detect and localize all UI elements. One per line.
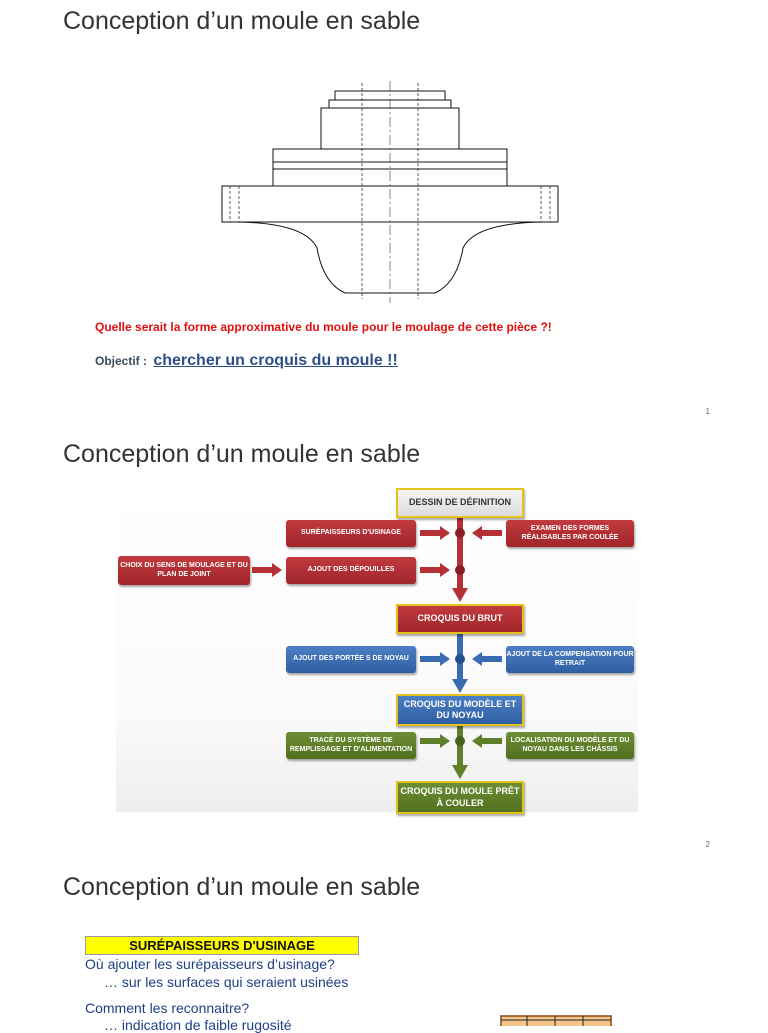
flow-box-localisation: LOCALISATION DU MODÈLE ET DU NOYAU DANS … <box>506 732 634 759</box>
slide-title: Conception d’un moule en sable <box>63 440 421 468</box>
flow-box-modele: CROQUIS DU MODÈLE ET DU NOYAU <box>396 694 524 726</box>
page-number: 2 <box>705 840 710 849</box>
answer-how: … indication de faible rugosité <box>104 1017 292 1033</box>
flow-box-dessin: DESSIN DE DÉFINITION <box>396 488 524 518</box>
objective-line: Objectif : chercher un croquis du moule … <box>95 352 398 370</box>
flow-box-portees: AJOUT DES PORTÉE S DE NOYAU <box>286 646 416 673</box>
flow-box-surepaisseurs: SURÉPAISSEURS D'USINAGE <box>286 520 416 547</box>
surepaisseurs-banner: SURÉPAISSEURS D'USINAGE <box>85 936 359 955</box>
flow-box-compensation: AJOUT DE LA COMPENSATION POUR RETRAIT <box>506 646 634 673</box>
page-number: 1 <box>705 407 710 416</box>
part-technical-drawing <box>221 81 559 303</box>
objective-text: chercher un croquis du moule !! <box>153 352 398 369</box>
objective-label: Objectif : <box>95 354 148 368</box>
flow-box-choix: CHOIX DU SENS DE MOULAGE ET DU PLAN DE J… <box>118 556 250 585</box>
flow-box-depouilles: AJOUT DES DÉPOUILLES <box>286 557 416 584</box>
question-how: Comment les reconnaitre? <box>85 1000 250 1016</box>
question-text: Quelle serait la forme approximative du … <box>95 320 552 334</box>
slide-1: Conception d’un moule en sable Quelle se… <box>0 0 768 425</box>
flow-box-brut: CROQUIS DU BRUT <box>396 604 524 634</box>
flow-box-remplissage: TRACÉ DU SYSTÈME DE REMPLISSAGE ET D'ALI… <box>286 732 416 759</box>
question-where: Où ajouter les surépaisseurs d’usinage? <box>85 956 335 972</box>
slide-title: Conception d’un moule en sable <box>63 873 421 901</box>
flow-box-moule: CROQUIS DU MOULE PRÊT À COULER <box>396 781 524 814</box>
flow-box-examen: EXAMEN DES FORMES RÉALISABLES PAR COULÉE <box>506 520 634 547</box>
design-flowchart: DESSIN DE DÉFINITION SURÉPAISSEURS D'USI… <box>116 487 638 814</box>
answer-where: … sur les surfaces qui seraient usinées <box>104 974 349 990</box>
slide-title: Conception d’un moule en sable <box>63 7 421 35</box>
flowchart-arrows <box>252 516 502 779</box>
